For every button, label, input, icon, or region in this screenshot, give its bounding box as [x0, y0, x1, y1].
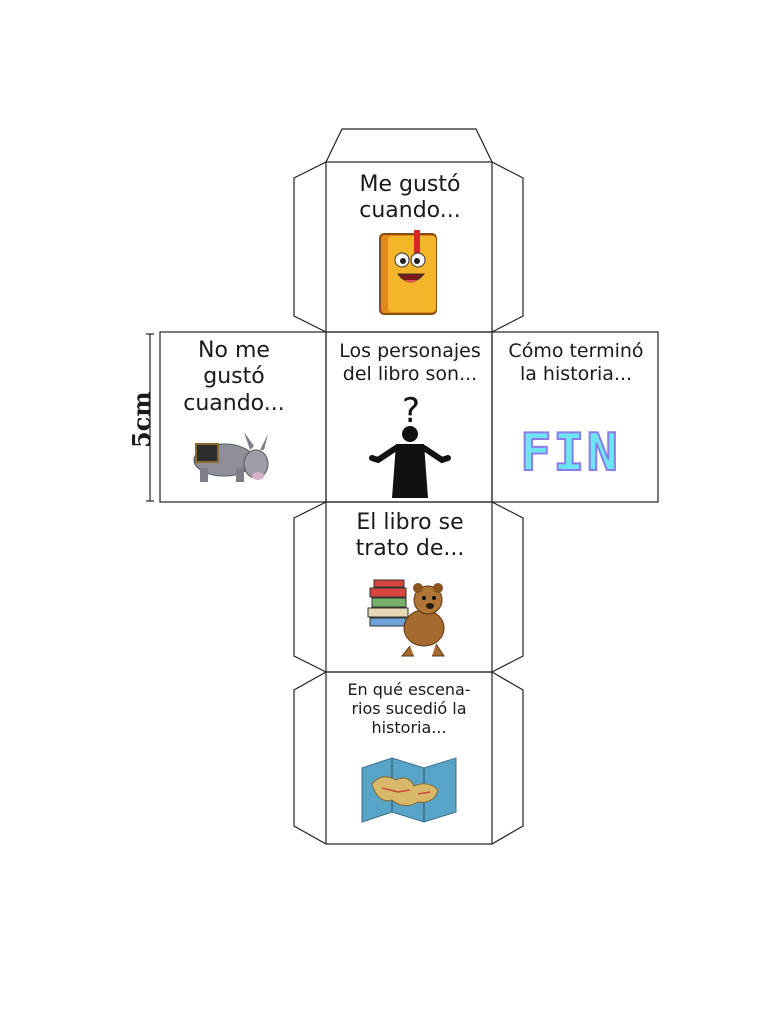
fin-word: FIN [520, 423, 620, 480]
donkey-icon [193, 432, 269, 482]
flap-top-right [491, 161, 524, 333]
question-person-icon: ? [369, 391, 451, 498]
face-bottom-outline [325, 671, 493, 845]
face-center-text: Los personajes del libro son... [339, 340, 481, 385]
fin-icon: FIN [519, 422, 620, 480]
face-top-text: Me gustó cuando... [359, 172, 461, 224]
face-right-outline [491, 331, 659, 503]
svg-text:?: ? [402, 391, 420, 431]
face-left-text: No me gustó cuando... [183, 338, 285, 416]
dimension-label: 5cm [127, 391, 156, 448]
flap-bottom-right [491, 671, 524, 845]
bear-books-icon [367, 579, 445, 657]
face-bottom-text: En qué escena-rios sucedió la historia..… [347, 680, 471, 738]
flap-lower-left [293, 501, 327, 673]
flap-top [325, 128, 493, 163]
face-lower-text: El libro se trato de... [355, 510, 465, 562]
book-character-icon [379, 230, 437, 315]
face-right-text: Cómo terminó la historia... [508, 340, 644, 385]
map-icon [361, 757, 457, 823]
flap-lower-right [491, 501, 524, 673]
flap-top-left [293, 161, 327, 333]
flap-bottom-left [293, 671, 327, 845]
